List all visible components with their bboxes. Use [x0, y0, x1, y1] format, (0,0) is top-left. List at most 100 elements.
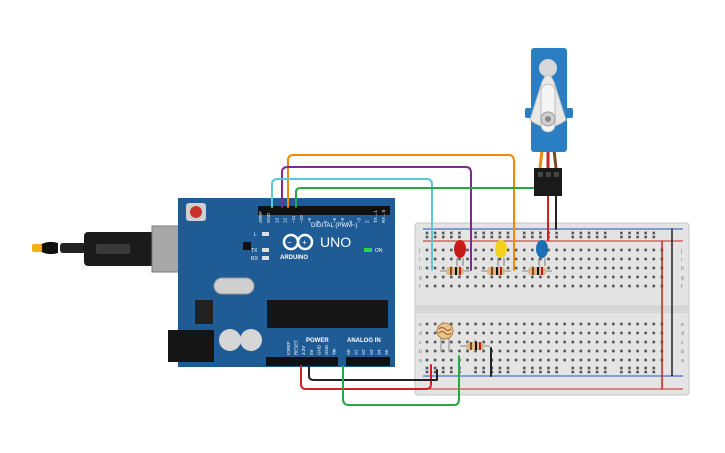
breadboard-hole	[531, 257, 534, 261]
breadboard-hole	[514, 257, 518, 261]
breadboard-hole	[628, 331, 631, 335]
rail-hole	[450, 235, 453, 239]
row-letter: d	[419, 331, 422, 337]
rail-hole	[506, 235, 510, 239]
led-l	[262, 232, 269, 236]
breadboard-hole	[555, 266, 558, 270]
breadboard-hole	[579, 349, 583, 353]
resistor-2	[481, 267, 511, 275]
rail-hole	[522, 366, 526, 370]
rail-hole	[571, 235, 575, 239]
row-letter: g	[419, 275, 422, 281]
breadboard-hole	[474, 322, 477, 326]
breadboard-hole	[450, 340, 453, 344]
rail-hole	[441, 235, 445, 239]
breadboard-hole	[441, 248, 445, 252]
breadboard-hole	[620, 358, 623, 362]
breadboard-hole	[587, 322, 591, 326]
digital-pin-label: GND	[266, 212, 271, 223]
breadboard-hole	[555, 257, 558, 261]
breadboard-hole	[522, 248, 526, 252]
rail-hole	[425, 235, 429, 239]
breadboard-hole	[458, 275, 461, 279]
breadboard-hole	[474, 275, 477, 279]
digital-pin-label: ~3	[356, 217, 361, 223]
breadboard-hole	[441, 340, 445, 344]
rail-hole	[506, 231, 510, 235]
digital-header	[258, 206, 390, 215]
capacitor-2	[240, 329, 262, 351]
breadboard-hole	[522, 266, 526, 270]
rail-hole	[644, 370, 647, 374]
breadboard-hole	[531, 275, 534, 279]
breadboard-hole	[441, 257, 445, 261]
breadboard-hole	[612, 257, 615, 261]
breadboard-hole	[531, 248, 534, 252]
analog-pin-label: A0	[346, 349, 351, 355]
breadboard-hole	[644, 358, 647, 362]
breadboard-hole	[425, 340, 429, 344]
analog-header	[346, 357, 390, 366]
power-pin-label: IOREF	[286, 341, 291, 355]
breadboard-hole	[433, 284, 437, 288]
led-l-label: L	[254, 232, 257, 238]
breadboard-hole	[539, 284, 542, 288]
voltage-regulator	[195, 300, 213, 324]
rail-hole	[450, 366, 453, 370]
digital-pin-label: 13	[274, 217, 279, 223]
wire-black-gnd	[308, 365, 438, 381]
breadboard-hole	[579, 248, 583, 252]
breadboard-hole	[620, 322, 623, 326]
rail-hole	[579, 235, 583, 239]
reset-button[interactable]	[190, 206, 202, 218]
rail-hole	[652, 231, 656, 235]
rail-hole	[571, 370, 575, 374]
analog-pin-label: A1	[354, 349, 359, 355]
rail-hole	[539, 370, 542, 374]
breadboard-holes	[425, 231, 664, 374]
breadboard-hole	[425, 257, 429, 261]
row-letter: i	[681, 257, 682, 263]
breadboard-hole	[498, 331, 502, 335]
breadboard-hole	[522, 284, 526, 288]
breadboard-hole	[595, 275, 599, 279]
breadboard-hole	[612, 266, 615, 270]
rail-hole	[539, 231, 542, 235]
power-pin-label: 3.3V	[301, 346, 306, 355]
breadboard-hole	[474, 248, 477, 252]
rail-hole	[652, 370, 656, 374]
breadboard-hole	[612, 275, 615, 279]
breadboard-hole	[628, 266, 631, 270]
analog-pin-label: A5	[384, 349, 389, 355]
breadboard-hole	[547, 248, 550, 252]
breadboard-hole	[587, 257, 591, 261]
breadboard-hole	[531, 322, 534, 326]
rail-hole	[652, 366, 656, 370]
rail-hole	[603, 235, 607, 239]
breadboard-hole	[450, 349, 453, 353]
breadboard-hole	[579, 322, 583, 326]
breadboard-hole	[579, 257, 583, 261]
breadboard-hole	[433, 275, 437, 279]
breadboard-hole	[466, 322, 469, 326]
breadboard-hole	[498, 349, 502, 353]
breadboard-hole	[563, 331, 566, 335]
rail-hole	[425, 231, 429, 235]
breadboard-hole	[628, 284, 631, 288]
breadboard-hole	[571, 331, 575, 335]
svg-text:−: −	[287, 238, 292, 247]
rail-hole	[555, 366, 558, 370]
breadboard-hole	[571, 358, 575, 362]
crystal	[213, 277, 255, 295]
breadboard-hole	[490, 340, 494, 344]
breadboard-hole	[531, 340, 534, 344]
breadboard-hole	[433, 322, 437, 326]
rail-hole	[531, 366, 534, 370]
analog-in-label: ANALOG IN	[347, 338, 381, 344]
breadboard-hole	[458, 349, 461, 353]
breadboard-hole	[450, 358, 453, 362]
row-letter: e	[419, 322, 422, 328]
digital-pin-label: RX←0	[381, 209, 386, 223]
breadboard-hole	[603, 358, 607, 362]
breadboard-hole	[587, 331, 591, 335]
